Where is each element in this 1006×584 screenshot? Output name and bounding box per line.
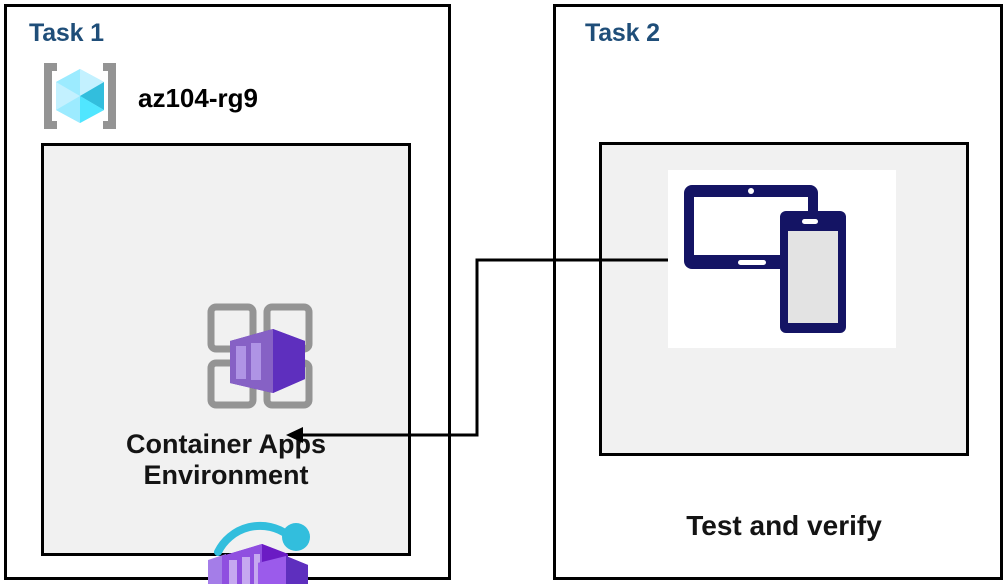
resource-group-cube-icon [36, 60, 124, 137]
container-apps-environment-icon [205, 301, 315, 411]
task-1-resource-container: Container Apps Environment [41, 143, 411, 584]
resource-group-label: az104-rg9 [138, 83, 258, 113]
test-devices-icon [682, 183, 882, 335]
task-2-title: Task 2 [585, 19, 660, 47]
test-and-verify-label: Test and verify [686, 510, 882, 541]
task-1-title: Task 1 [29, 19, 104, 47]
container-apps-environment-label: Container Apps Environment [125, 429, 326, 491]
resource-group-row: az104-rg9 [36, 60, 258, 137]
container-app-icon [196, 518, 326, 584]
